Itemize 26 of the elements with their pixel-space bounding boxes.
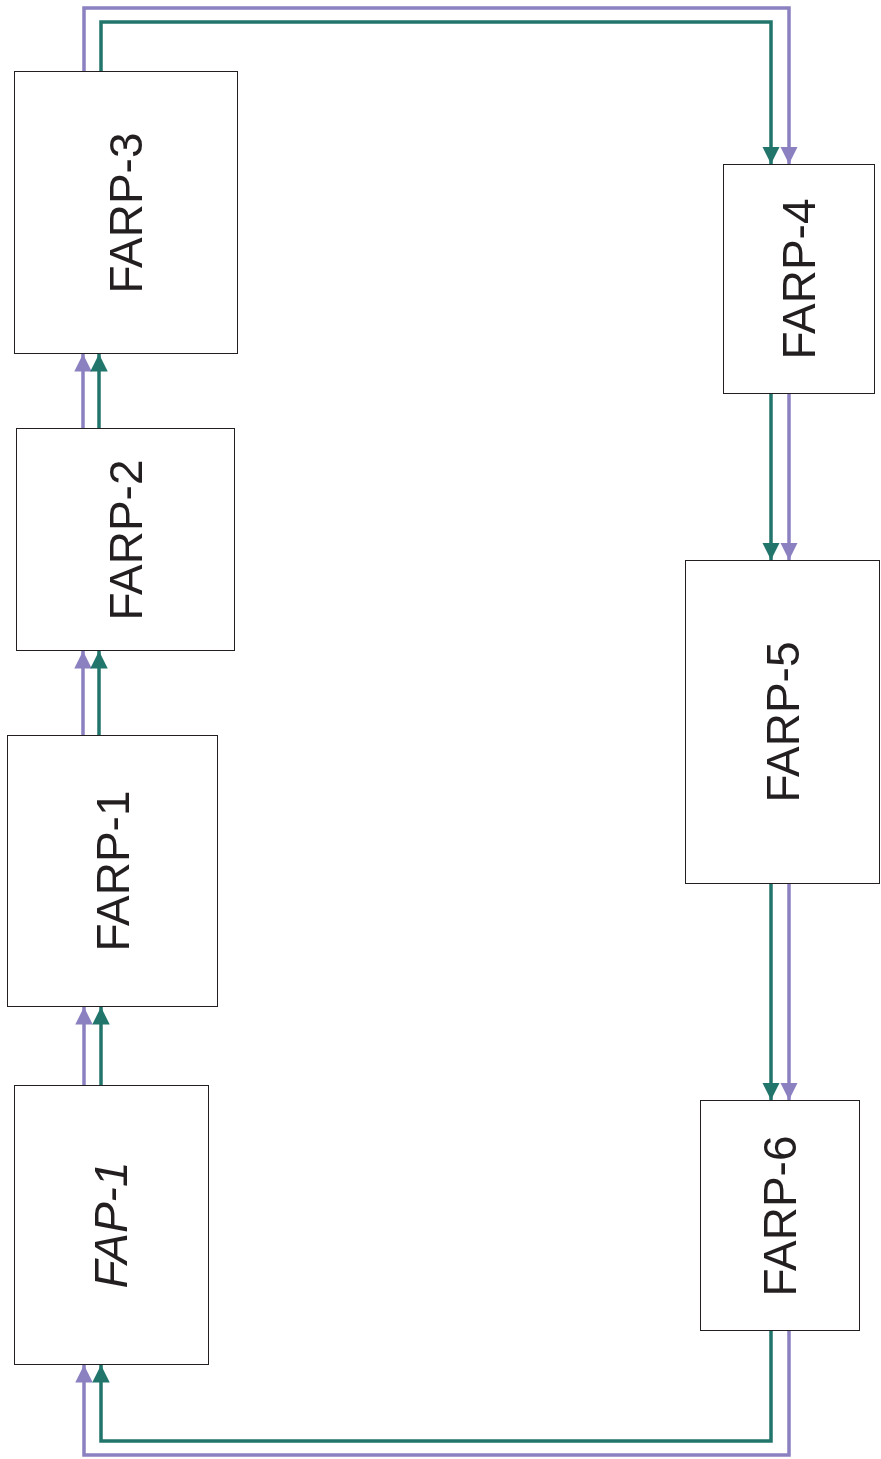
arrow (92, 1007, 110, 1085)
arrow (90, 354, 108, 428)
box-label: FARP-4 (776, 198, 822, 360)
box-label: FARP-1 (89, 790, 136, 952)
box-label: FARP-3 (103, 132, 149, 293)
arrow (90, 651, 108, 735)
arrow (762, 394, 780, 560)
process-box (14, 71, 238, 354)
arrow (762, 884, 780, 1100)
box-label: FARP-2 (102, 459, 149, 620)
arrow (780, 884, 798, 1100)
box-label: FARP-6 (757, 1135, 803, 1296)
process-box (16, 428, 235, 651)
process-box (685, 560, 880, 884)
process-box (723, 164, 875, 394)
process-box (700, 1100, 860, 1331)
box-label: FAP-1 (88, 1161, 135, 1289)
arrow (92, 1331, 773, 1443)
box-label: FARP-5 (759, 641, 806, 803)
arrow (780, 394, 798, 560)
process-box (7, 735, 218, 1007)
arrow (74, 354, 92, 428)
arrow (75, 1331, 791, 1457)
arrow (74, 651, 92, 735)
process-box (14, 1085, 209, 1365)
arrow (75, 1007, 93, 1085)
